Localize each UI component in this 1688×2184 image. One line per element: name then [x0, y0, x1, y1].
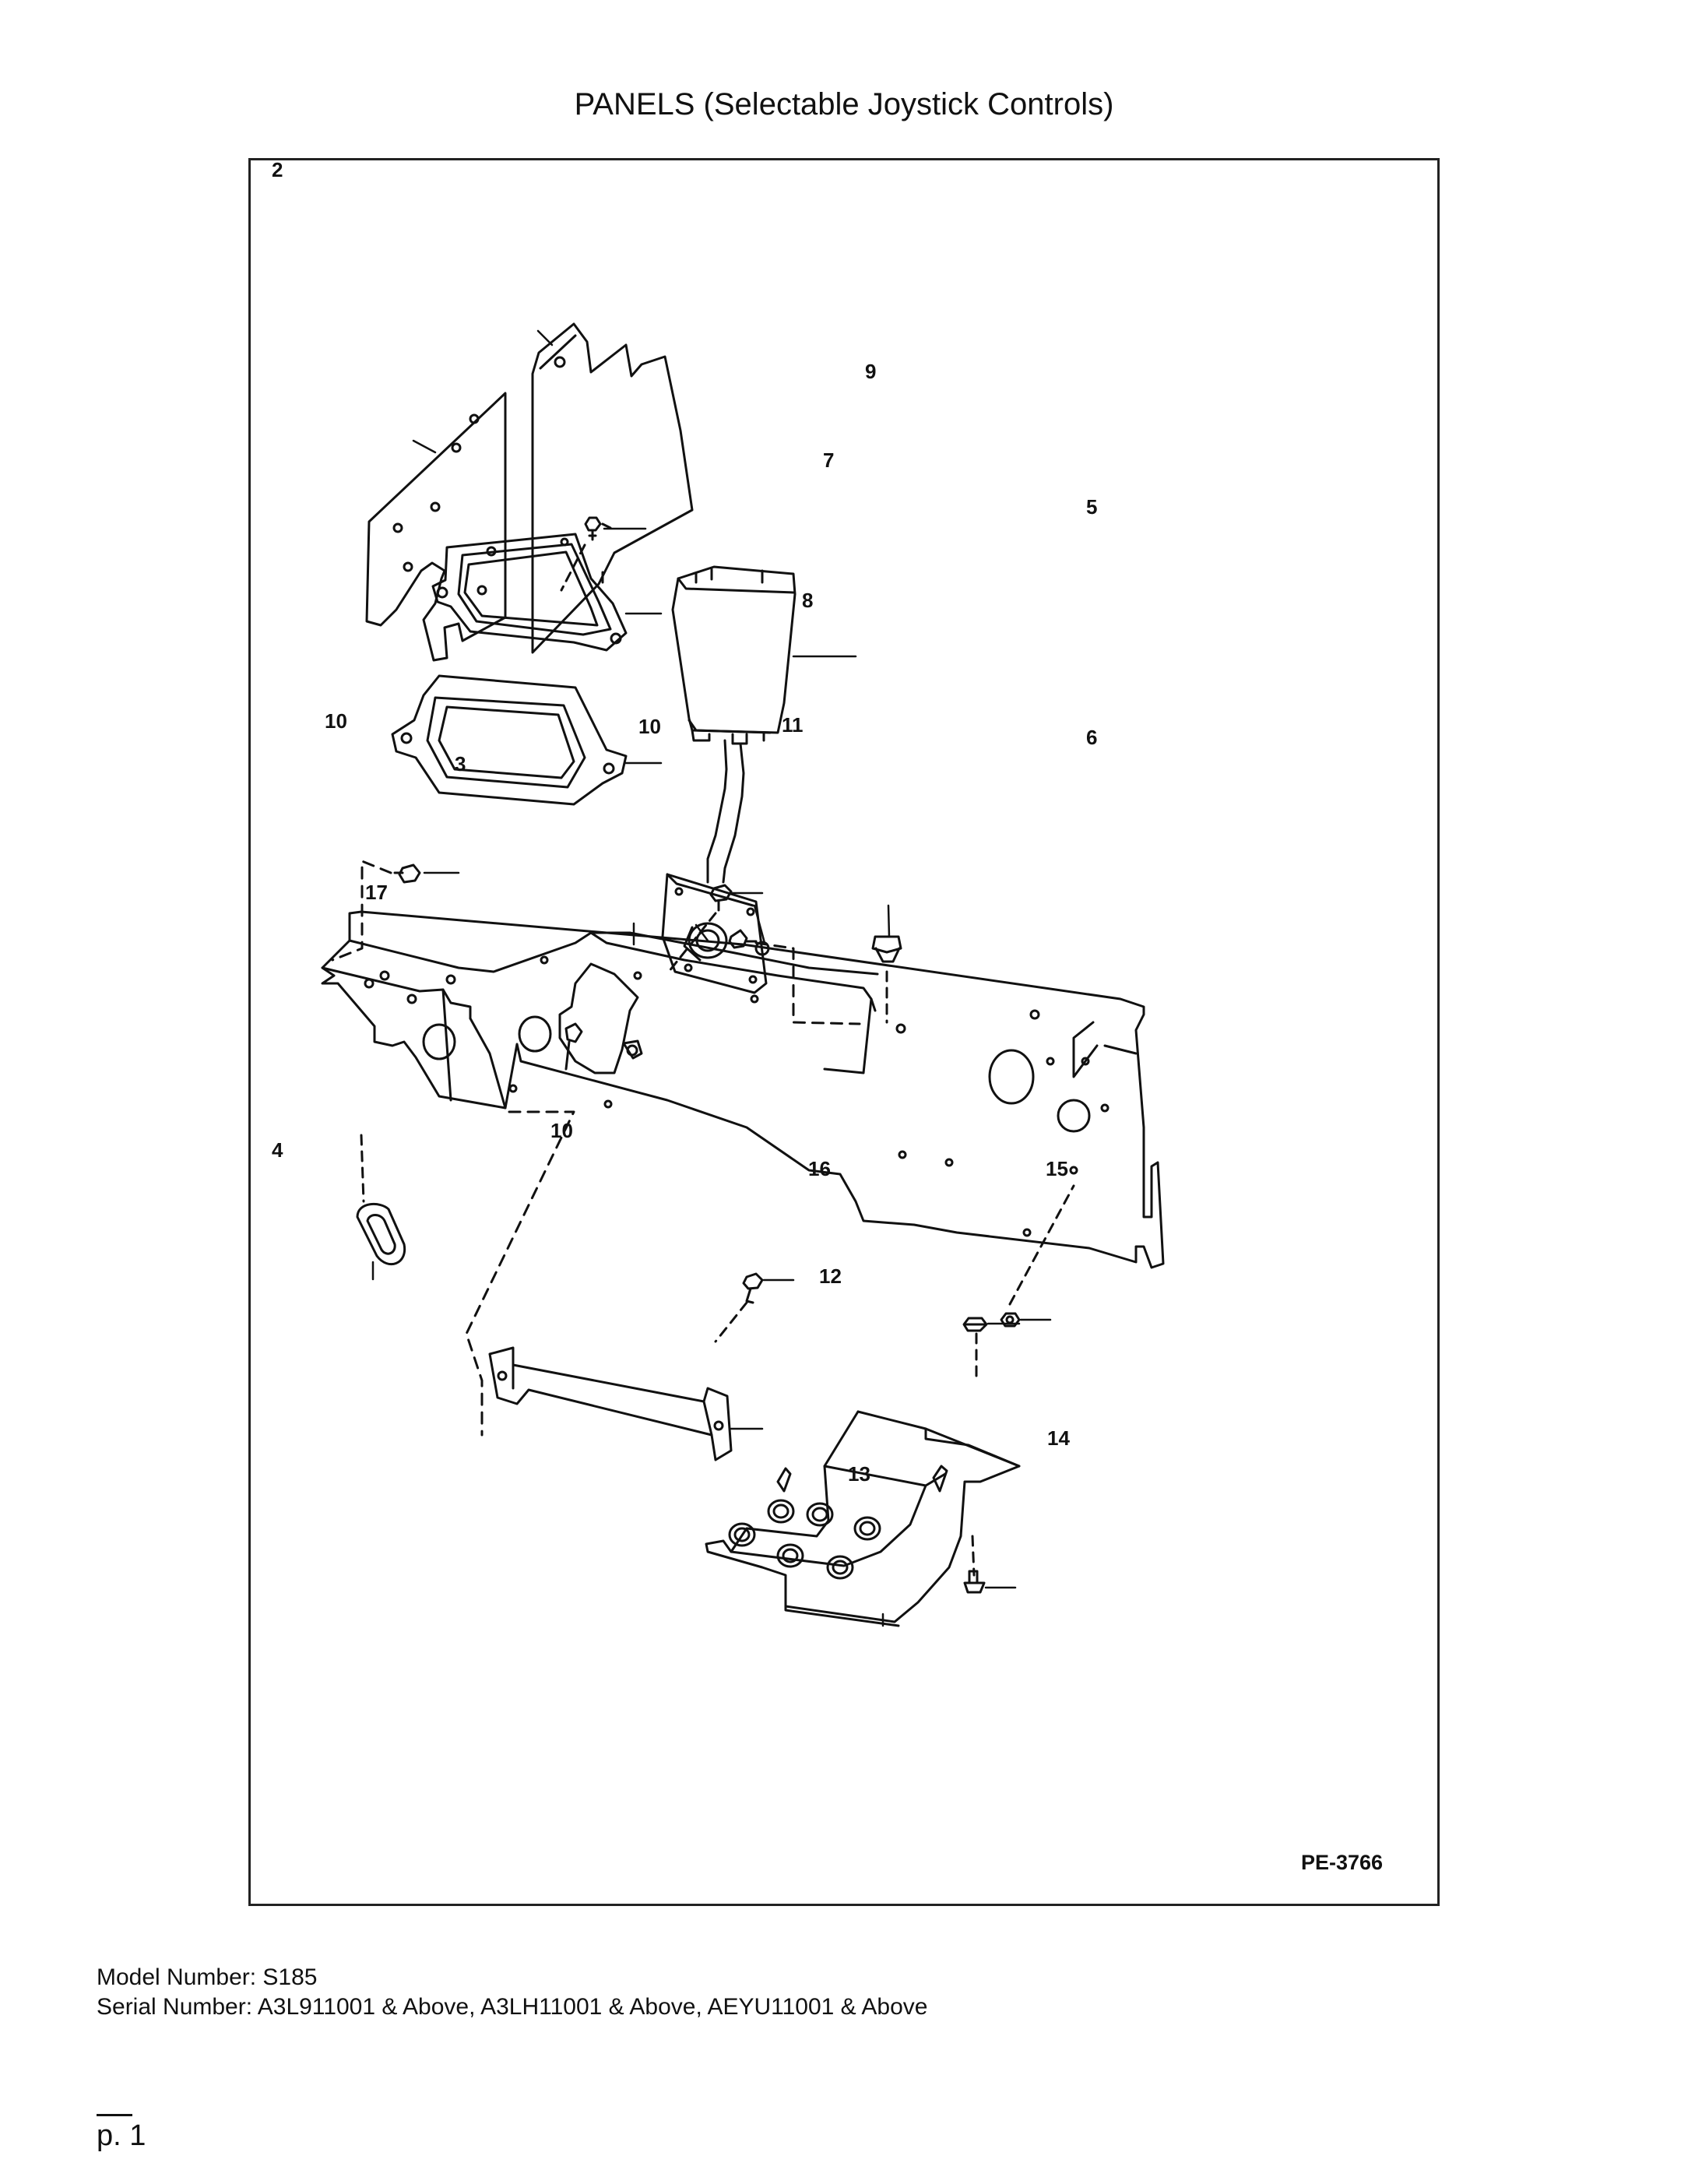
callout-9: 9	[865, 360, 876, 383]
callout-leaders	[371, 329, 1052, 1627]
part-10-bolt-upper	[331, 860, 421, 962]
serial-number: Serial Number: A3L911001 & Above, A3LH11…	[97, 1994, 928, 2020]
model-number: Model Number: S185	[97, 1964, 318, 1990]
page-number: p. 1	[97, 2119, 146, 2152]
callout-13: 13	[848, 1462, 870, 1486]
part-10-bolt-center	[728, 929, 861, 1025]
drawing-id: PE-3766	[1301, 1851, 1383, 1874]
part-8-gasket	[391, 674, 628, 806]
callout-10-upper: 10	[325, 709, 347, 733]
callout-12: 12	[819, 1264, 842, 1288]
callout-7: 7	[823, 448, 834, 472]
part-1-panel	[365, 392, 507, 662]
part-2-panel	[531, 322, 694, 654]
diagram-frame	[248, 158, 1440, 1906]
part-15-nut	[962, 1317, 988, 1382]
part-17-bolt-plate	[558, 962, 643, 1074]
part-12-strap	[488, 1346, 733, 1461]
callout-3: 3	[455, 752, 466, 775]
callout-16: 16	[808, 1157, 831, 1180]
callout-8: 8	[802, 589, 813, 612]
callout-11: 11	[782, 713, 804, 737]
part-3-mounting-panel	[321, 910, 1165, 1269]
callout-4: 4	[272, 1138, 283, 1162]
part-5-joystick-boot	[661, 565, 797, 994]
leader-12	[465, 1110, 575, 1437]
page-title: PANELS (Selectable Joystick Controls)	[574, 87, 1114, 121]
callout-17: 17	[365, 881, 388, 904]
part-7-bezel	[431, 533, 628, 652]
part-13-bracket	[705, 1410, 1021, 1627]
part-10-bolt-lower	[714, 1272, 764, 1343]
callout-14: 14	[1047, 1426, 1070, 1450]
callout-10-center: 10	[638, 715, 661, 738]
part-9-bolt	[560, 516, 612, 592]
callout-15: 15	[1046, 1157, 1068, 1180]
callout-2: 2	[272, 158, 283, 181]
part-6-screw	[667, 884, 733, 973]
callout-6: 6	[1086, 726, 1097, 749]
part-16-nut	[1000, 1184, 1075, 1328]
part-14-screw	[963, 1570, 986, 1594]
callout-5: 5	[1086, 495, 1097, 519]
footer-divider	[97, 2114, 132, 2116]
part-11-plug	[871, 935, 902, 1024]
callout-10-lower: 10	[550, 1119, 573, 1142]
parts-diagram: 1 2 3 4 5 6 7 8 9 10 10 10 11 12 13 14 1…	[272, 158, 1383, 1874]
part-4-grommet	[356, 1134, 406, 1266]
